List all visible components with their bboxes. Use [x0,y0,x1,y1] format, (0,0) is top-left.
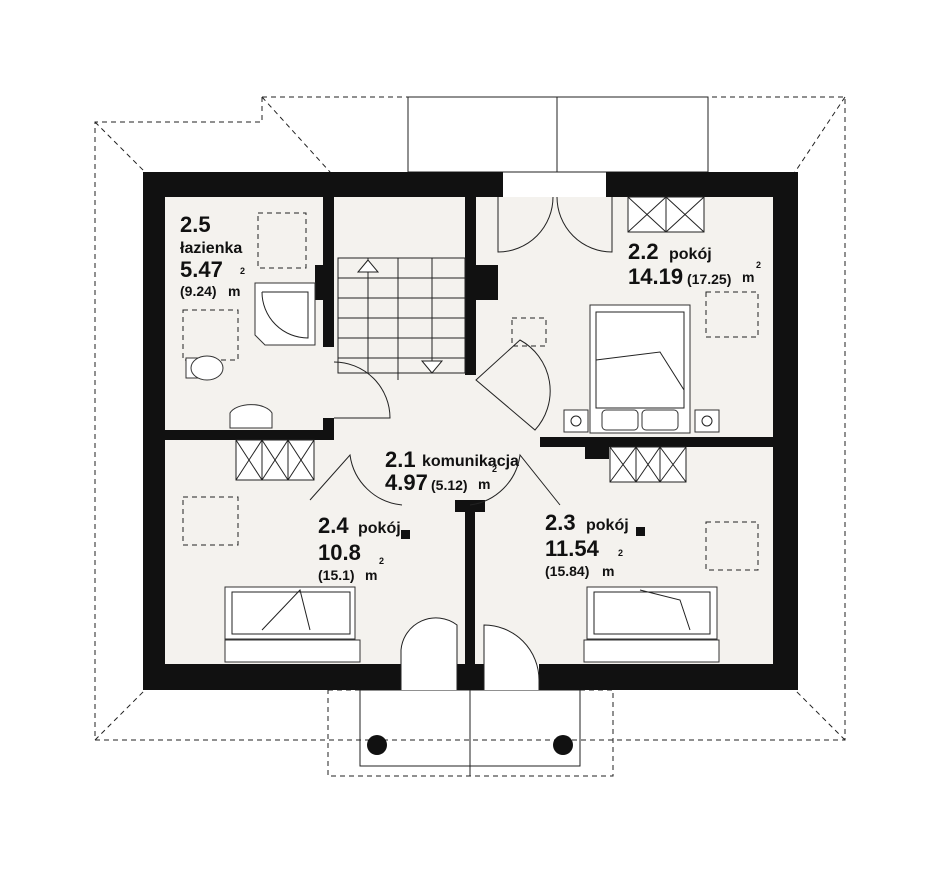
room-2-3-area-gross: (15.84) [545,563,589,579]
room-2-1-id: 2.1 [385,447,416,472]
interior-walls [165,172,773,664]
marker-2-4 [401,530,410,539]
room-2-5-id: 2.5 [180,212,211,237]
room-label-2-3: 2.3 pokój 11.54 (15.84) m 2 [545,510,629,579]
outer-walls [143,172,798,690]
room-2-1-unit-sup: 2 [492,464,497,474]
room-2-5-area: 5.47 [180,257,223,282]
room-2-5-unit: m [228,283,240,299]
room-2-2-name: pokój [669,246,712,263]
room-2-2-unit: m [742,269,754,285]
bathroom-fixtures [185,282,316,429]
marker-2-3 [636,527,645,536]
balcony [327,689,614,777]
doors [309,196,613,690]
room-2-1-unit: m [478,476,490,492]
room-2-1-area-gross: (5.12) [431,477,468,493]
washbasin [229,404,273,429]
toilet-bowl [190,355,224,381]
room-2-3-unit: m [602,563,614,579]
skylights [182,212,759,571]
room-2-4-area: 10.8 [318,540,361,565]
dormer-outline [407,96,709,173]
room-2-4-id: 2.4 [318,513,349,538]
room-2-4-name: pokój [358,520,401,537]
single-bed-right [583,586,720,663]
staircase [337,257,466,380]
room-2-4-area-gross: (15.1) [318,567,355,583]
room-2-4-unit: m [365,567,377,583]
room-2-5-name: łazienka [180,240,242,257]
room-label-2-5: 2.5 łazienka 5.47 (9.24) m 2 [180,212,245,299]
window-boxes [235,196,705,483]
room-2-2-area-gross: (17.25) [687,271,731,287]
room-2-2-unit-sup: 2 [756,260,761,270]
room-2-1-name: komunikacja [422,453,519,470]
room-2-3-id: 2.3 [545,510,576,535]
room-2-2-area: 14.19 [628,264,683,289]
room-2-2-id: 2.2 [628,239,659,264]
room-label-2-4: 2.4 pokój 10.8 (15.1) m 2 [318,513,401,583]
room-2-4-unit-sup: 2 [379,556,384,566]
double-bed [563,304,720,434]
room-2-1-area: 4.97 [385,470,428,495]
room-2-3-area: 11.54 [545,536,600,561]
room-2-5-area-gross: (9.24) [180,283,217,299]
room-label-2-1: 2.1 komunikacja 4.97 (5.12) m 2 [385,447,519,495]
shower-tray [254,282,316,346]
room-2-3-name: pokój [586,517,629,534]
room-2-3-unit-sup: 2 [618,548,623,558]
balcony-post-left [367,735,387,755]
single-bed-left [224,586,361,663]
room-2-5-unit-sup: 2 [240,266,245,276]
balcony-post-right [553,735,573,755]
room-label-2-2: 2.2 pokój 14.19 (17.25) m 2 [628,239,761,289]
